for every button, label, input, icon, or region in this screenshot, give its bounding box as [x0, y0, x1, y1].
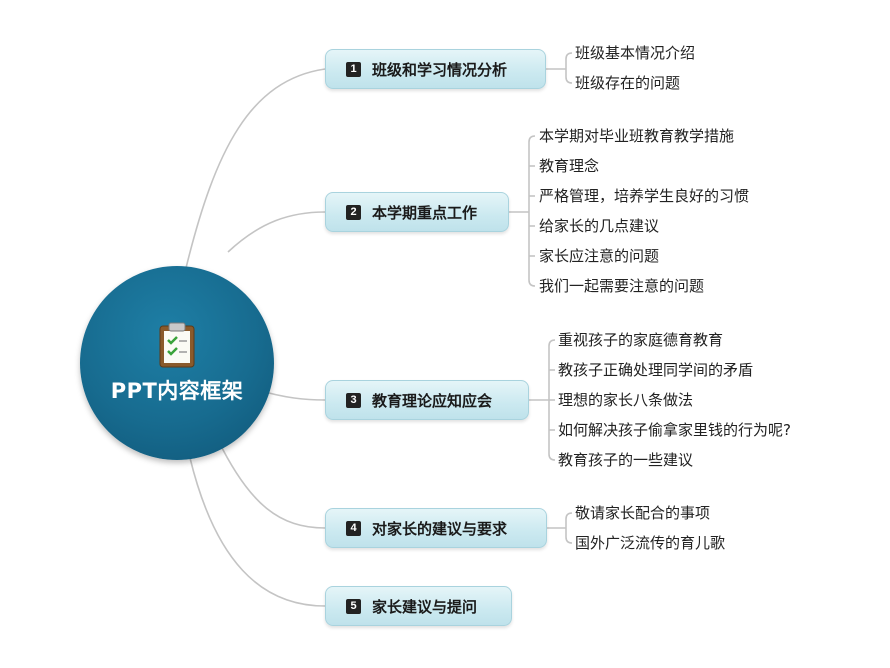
leaf-2-4[interactable]: 给家长的几点建议	[539, 217, 660, 235]
central-title: PPT内容框架	[110, 379, 244, 403]
branch-3[interactable]: 3 教育理论应知应会	[325, 380, 529, 420]
leaf-2-1[interactable]: 本学期对毕业班教育教学措施	[539, 127, 735, 145]
leaf-2-6[interactable]: 我们一起需要注意的问题	[539, 277, 705, 295]
leaf-2-5[interactable]: 家长应注意的问题	[539, 247, 660, 265]
leaf-3-1[interactable]: 重视孩子的家庭德育教育	[558, 331, 724, 349]
leaf-3-4[interactable]: 如何解决孩子偷拿家里钱的行为呢?	[558, 421, 791, 439]
branch-1-label: 班级和学习情况分析	[372, 60, 508, 79]
leaf-3-2[interactable]: 教孩子正确处理同学间的矛盾	[558, 361, 754, 379]
branch-2[interactable]: 2 本学期重点工作	[325, 192, 509, 232]
leaf-1-1[interactable]: 班级基本情况介绍	[575, 44, 696, 62]
bracket-branch-2-spine	[528, 135, 536, 287]
branch-5-number: 5	[346, 598, 361, 614]
bracket-branch-4-spine	[565, 512, 573, 544]
connector-central-branch-1	[185, 68, 326, 269]
leaf-1-2[interactable]: 班级存在的问题	[575, 74, 681, 92]
connector-central-branch-2	[227, 211, 326, 253]
branch-5[interactable]: 5 家长建议与提问	[325, 586, 512, 626]
connector-central-branch-4	[217, 439, 326, 529]
leaf-2-2[interactable]: 教育理念	[539, 157, 600, 175]
branch-1[interactable]: 1 班级和学习情况分析	[325, 49, 546, 89]
leaf-3-5[interactable]: 教育孩子的一些建议	[558, 451, 694, 469]
leaf-4-2[interactable]: 国外广泛流传的育儿歌	[575, 534, 726, 552]
branch-2-number: 2	[346, 204, 361, 220]
connector-central-branch-5	[189, 457, 326, 607]
branch-4-label: 对家长的建议与要求	[372, 519, 508, 538]
branch-3-label: 教育理论应知应会	[372, 391, 493, 410]
branch-4[interactable]: 4 对家长的建议与要求	[325, 508, 547, 548]
branch-2-label: 本学期重点工作	[372, 203, 478, 222]
bracket-branch-1-spine	[565, 52, 573, 84]
leaf-2-3[interactable]: 严格管理，培养学生良好的习惯	[539, 187, 750, 205]
branch-1-number: 1	[346, 61, 361, 77]
central-topic[interactable]: PPT内容框架	[80, 266, 274, 460]
clipboard-check-icon	[159, 322, 195, 368]
leaf-3-3[interactable]: 理想的家长八条做法	[558, 391, 694, 409]
branch-4-number: 4	[346, 520, 361, 536]
branch-5-label: 家长建议与提问	[372, 597, 478, 616]
leaf-4-1[interactable]: 敬请家长配合的事项	[575, 504, 711, 522]
branch-3-number: 3	[346, 392, 361, 408]
